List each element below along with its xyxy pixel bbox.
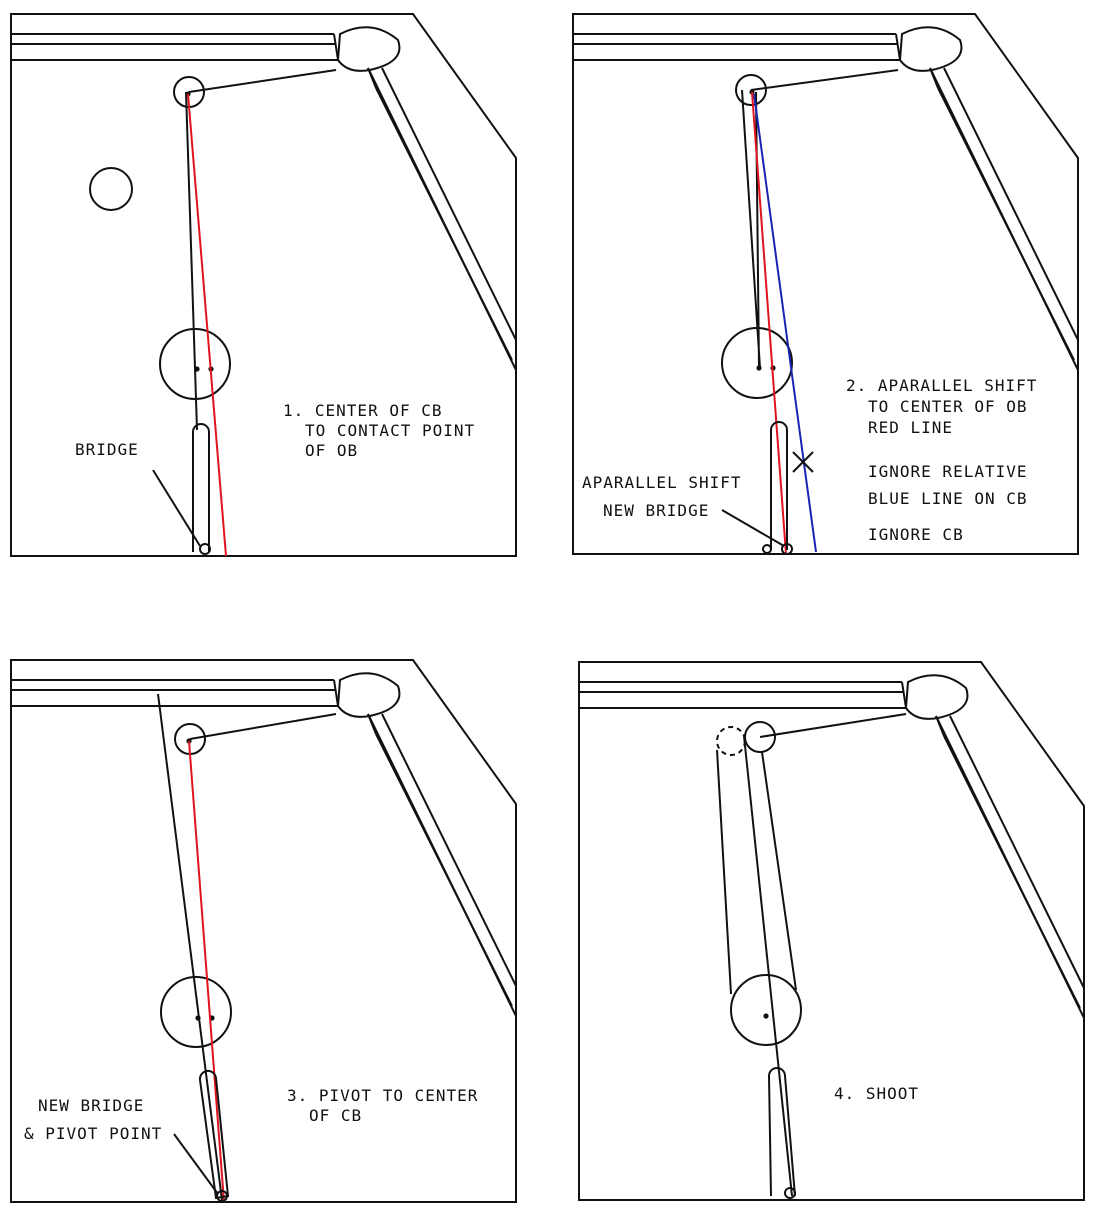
ignore-cross-mark	[792, 451, 814, 473]
bridge-point	[199, 543, 211, 555]
cue-ball	[730, 974, 802, 1046]
cb-center-dot	[763, 1013, 769, 1019]
top-rail	[11, 33, 339, 61]
pivot-point	[216, 1190, 228, 1202]
step-1-line-2: TO CONTACT POINT	[305, 421, 475, 440]
step-2-line-2: TO CENTER OF OB	[868, 397, 1028, 416]
bridge-callout-line	[152, 469, 201, 547]
step-4-label: 4. SHOOT	[834, 1084, 919, 1103]
new-bridge-point	[781, 543, 793, 555]
note-line-1: IGNORE RELATIVE	[868, 462, 1028, 481]
side-rail	[367, 713, 517, 1017]
step-2-line-3: RED LINE	[868, 418, 953, 437]
table-outline	[578, 661, 1085, 1201]
panel-4: 4. SHOOT	[578, 661, 1085, 1201]
step-2-line-1: 2. APARALLEL SHIFT	[846, 376, 1037, 395]
table-outline	[10, 659, 517, 1203]
red-shifted-line	[751, 91, 787, 555]
corner-pocket	[336, 672, 401, 718]
side-rail	[929, 67, 1079, 371]
step-3-line-1: 3. PIVOT TO CENTER	[287, 1086, 478, 1105]
bridge-label: BRIDGE	[75, 440, 139, 459]
red-aim-line	[187, 93, 227, 557]
note-ignore-cb: IGNORE CB	[868, 525, 964, 544]
center-to-contact-lines	[741, 89, 761, 369]
callout-line-1: NEW BRIDGE	[38, 1096, 144, 1115]
cue-ball	[721, 327, 793, 399]
corner-pocket	[904, 674, 969, 720]
panel-3: NEW BRIDGE & PIVOT POINT 3. PIVOT TO CEN…	[10, 659, 517, 1203]
corner-pocket	[336, 26, 401, 72]
panel-2: APARALLEL SHIFT NEW BRIDGE 2. APARALLEL …	[572, 13, 1079, 555]
top-rail	[573, 33, 901, 61]
cue-stick	[192, 423, 210, 552]
old-bridge-point	[762, 544, 772, 554]
step-1-line-1: 1. CENTER OF CB	[283, 401, 443, 420]
ob-to-pocket-line	[189, 713, 337, 740]
bridge-point	[784, 1187, 796, 1199]
ob-to-pocket-line	[750, 69, 899, 91]
red-shifted-line	[188, 740, 225, 1203]
pivot-callout-line	[173, 1133, 219, 1195]
corner-pocket	[898, 26, 963, 72]
step-1-line-3: OF OB	[305, 441, 358, 460]
side-rail	[935, 715, 1085, 1019]
new-bridge-label: NEW BRIDGE	[603, 501, 709, 520]
shift-label: APARALLEL SHIFT	[582, 473, 742, 492]
object-ball	[735, 74, 767, 106]
callout-line-2: & PIVOT POINT	[24, 1124, 162, 1143]
cue-stick	[767, 1067, 796, 1197]
step-3-line-2: OF CB	[309, 1106, 362, 1125]
table-outline	[10, 13, 517, 557]
ghost-ball	[716, 726, 746, 756]
other-ball	[89, 167, 133, 211]
pivot-line	[157, 693, 223, 1201]
top-rail	[11, 679, 339, 707]
cue-ball	[160, 976, 232, 1048]
center-to-contact-line	[185, 91, 198, 431]
ob-to-pocket-line	[759, 713, 907, 738]
new-bridge-callout-line	[721, 509, 785, 547]
shot-path-lines	[716, 735, 797, 1197]
top-rail	[579, 681, 907, 709]
cue-stick	[770, 421, 788, 550]
ob-to-pocket-line	[188, 69, 337, 93]
blue-line	[753, 93, 817, 553]
side-rail	[367, 67, 517, 371]
panel-1: BRIDGE 1. CENTER OF CB TO CONTACT POINT …	[10, 13, 517, 557]
table-outline	[572, 13, 1079, 555]
note-line-2: BLUE LINE ON CB	[868, 489, 1028, 508]
cue-stick	[198, 1069, 230, 1200]
